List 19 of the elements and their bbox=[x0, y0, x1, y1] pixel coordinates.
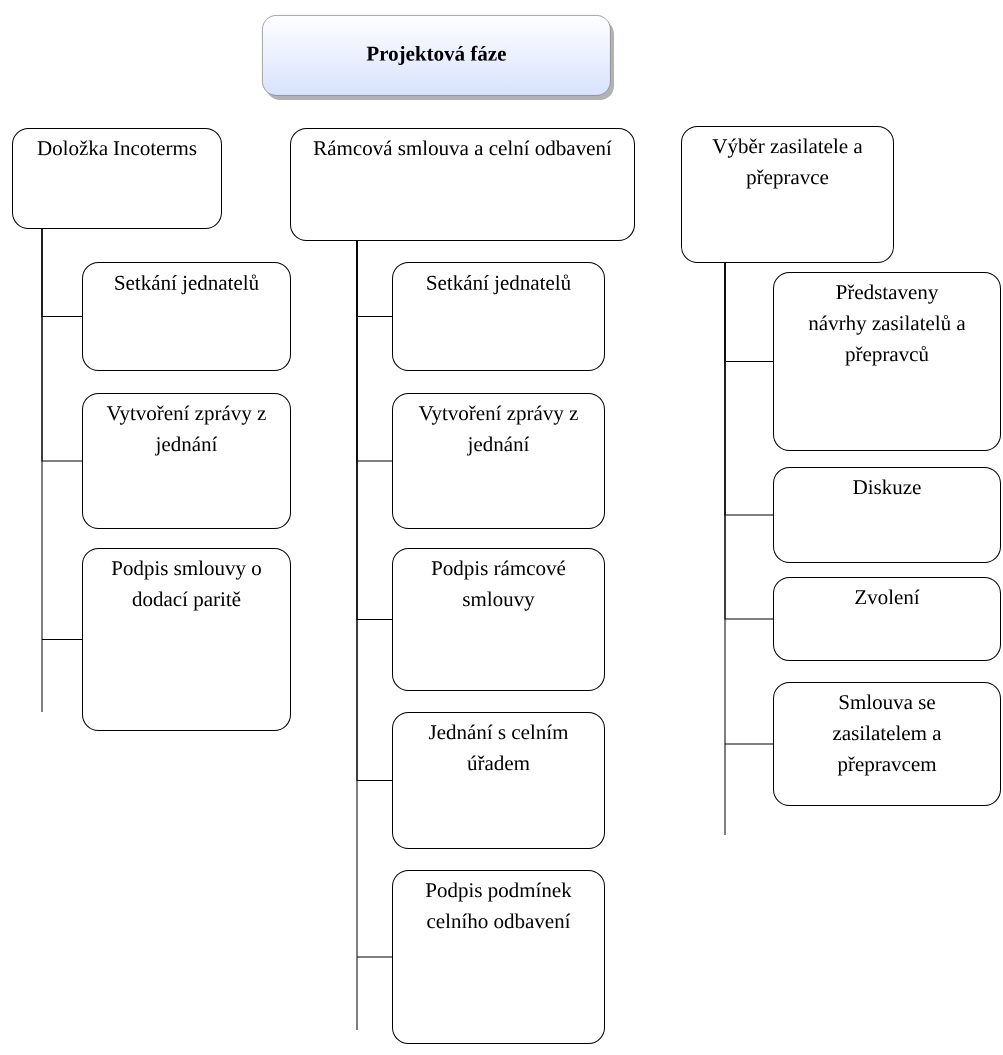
title-box: Projektová fáze bbox=[262, 15, 614, 100]
process-box: Vytvoření zprávy z jednání bbox=[392, 393, 605, 529]
process-box: Setkání jednatelů bbox=[82, 262, 291, 371]
process-box: Podpis rámcové smlouvy bbox=[392, 548, 605, 691]
process-box: Setkání jednatelů bbox=[392, 262, 605, 371]
process-box: Vytvoření zprávy z jednání bbox=[82, 393, 291, 529]
connector-line bbox=[724, 262, 774, 836]
process-box: Podpis podmínek celního odbavení bbox=[392, 870, 605, 1044]
process-box: Smlouva se zasilatelem a přepravcem bbox=[773, 682, 1001, 806]
connector-line bbox=[356, 240, 393, 1031]
process-box: Představeny návrhy zasilatelů a přepravců bbox=[773, 272, 1001, 451]
process-box: Jednání s celním úřadem bbox=[392, 712, 605, 849]
process-box: Diskuze bbox=[773, 467, 1001, 563]
process-box: Výběr zasilatele a přepravce bbox=[681, 126, 894, 263]
process-box: Zvolení bbox=[773, 577, 1001, 661]
process-box: Rámcová smlouva a celní odbavení bbox=[290, 128, 635, 241]
connector-line bbox=[41, 228, 83, 713]
process-box: Doložka Incoterms bbox=[12, 128, 222, 229]
process-box: Podpis smlouvy o dodací paritě bbox=[82, 548, 291, 731]
